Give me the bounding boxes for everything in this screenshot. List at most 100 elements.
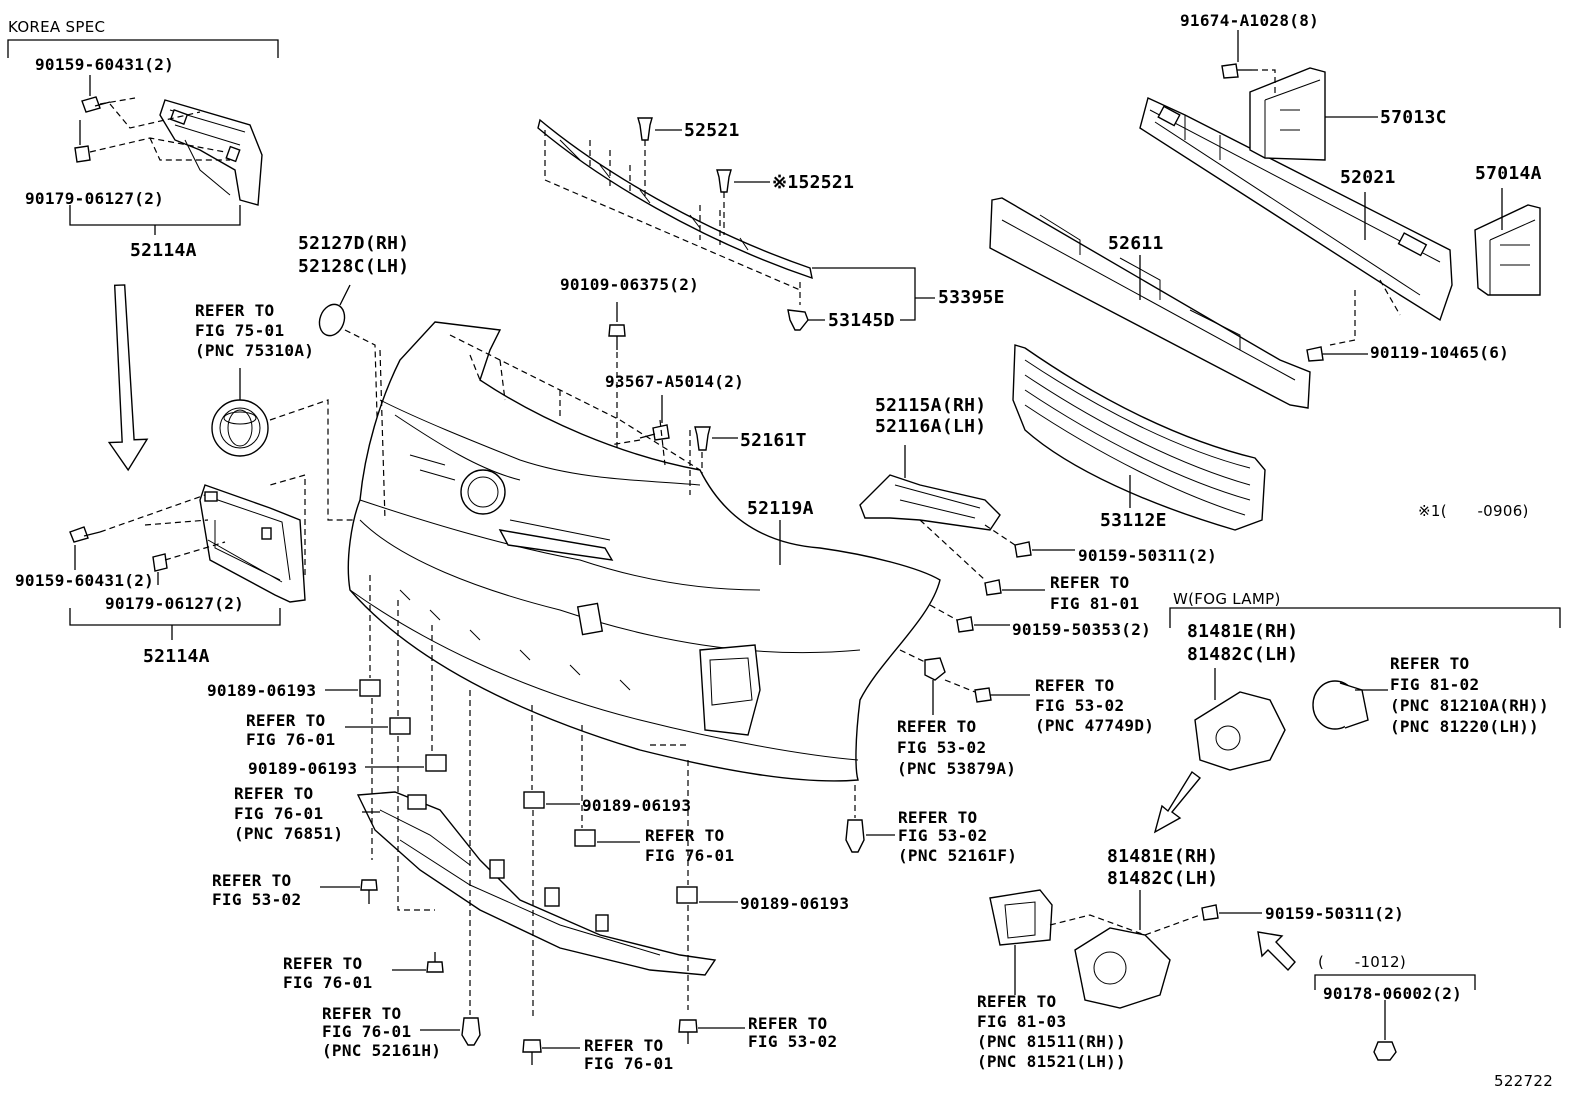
label-53145D: 53145D	[828, 310, 895, 331]
label-90189-06193-b: 90189-06193	[248, 759, 358, 778]
clip-nut-icon	[152, 553, 168, 572]
clip-refer-76-01-b	[574, 829, 640, 847]
bolt-90119-10465	[1306, 346, 1368, 362]
upper-spoiler-53395E	[537, 118, 935, 321]
bracket-57013C	[1249, 67, 1378, 161]
label-refer-81-02-b: FIG 81-02	[1390, 675, 1480, 694]
label-refer-76-01-b1: REFER TO	[645, 826, 725, 845]
dashed-leaders	[369, 575, 689, 1020]
bracket-1012	[1314, 974, 1476, 1040]
label-refer-76-01-76851-b: FIG 76-01	[234, 804, 324, 823]
label-refer-76-01-52161H-b: FIG 76-01	[322, 1022, 412, 1041]
arrow-up-left-icon	[1257, 931, 1296, 972]
label-refer-75-01-a: REFER TO	[195, 301, 275, 320]
bolt-91674-A1028	[1221, 30, 1276, 95]
clip-52161T	[694, 426, 738, 480]
label-refer-76-01-76851-c: (PNC 76851)	[234, 824, 344, 843]
label-90179-06127-top: 90179-06127(2)	[25, 189, 165, 208]
screw-refer-76-01-d	[522, 1039, 580, 1065]
lower-grille-53112E	[1012, 344, 1266, 531]
label-53112E: 53112E	[1100, 510, 1167, 531]
label-refer-53-02-47749-a: REFER TO	[1035, 676, 1115, 695]
label-refer-76-01-d2: FIG 76-01	[584, 1054, 674, 1073]
clip-90189-06193-a	[325, 679, 381, 697]
label-refer-53-02-52161F-c: (PNC 52161F)	[898, 846, 1018, 865]
label-refer-53-02-a2: FIG 53-02	[212, 890, 302, 909]
license-plate-bracket-bottom	[69, 474, 306, 640]
label-refer-81-01-a: REFER TO	[1050, 573, 1130, 592]
label-90159-50311-b: 90159-50311(2)	[1265, 904, 1405, 923]
label-refer-81-03-b: FIG 81-03	[977, 1012, 1067, 1031]
screw-refer-76-01-c	[392, 952, 444, 973]
label-52521: 52521	[684, 120, 740, 141]
label-refer-76-01-52161H-a: REFER TO	[322, 1004, 402, 1023]
label-fog-lamp: W(FOG LAMP)	[1173, 590, 1281, 608]
label-refer-81-03-a: REFER TO	[977, 992, 1057, 1011]
label-refer-53-02-a1: REFER TO	[212, 871, 292, 890]
label-57013C: 57013C	[1380, 107, 1447, 128]
license-plate-bracket-top	[69, 75, 263, 235]
label-refer-53-02-47749-b: FIG 53-02	[1035, 696, 1125, 715]
label-refer-53-02-b2: FIG 53-02	[748, 1032, 838, 1051]
label-90179-06127-bot: 90179-06127(2)	[105, 594, 245, 613]
label-refer-76-01-c1: REFER TO	[283, 954, 363, 973]
label-52127D: 52127D(RH)	[298, 233, 410, 254]
label-52116A: 52116A(LH)	[875, 416, 987, 437]
clip-53145D	[787, 309, 825, 331]
bolt-icon	[81, 96, 111, 113]
label-52119A: 52119A	[747, 498, 814, 519]
emblem-icon	[211, 368, 440, 521]
clip-52521	[637, 117, 682, 200]
label-91674-A1028: 91674-A1028(8)	[1180, 11, 1320, 30]
energy-absorber-52611	[989, 197, 1311, 409]
bumper-cap-52127D	[318, 284, 381, 521]
label-52611: 52611	[1108, 233, 1164, 254]
label-refer-53-02-52161F-b: FIG 53-02	[898, 826, 988, 845]
fog-lamp-housing-81481E-a	[1194, 668, 1286, 771]
label-93567-A5014: 93567-A5014(2)	[605, 372, 745, 391]
label-81482C-b: 81482C(LH)	[1107, 868, 1219, 889]
clip-90189-06193-d	[676, 886, 738, 904]
korea-spec-bracket	[7, 39, 279, 58]
bolt-refer-81-01	[984, 579, 1045, 596]
clip-52161H	[420, 1017, 481, 1046]
label-note1: ※1( -0906)	[1418, 502, 1529, 520]
clip-90189-06193-b	[365, 754, 447, 772]
label-90159-60431-bot: 90159-60431(2)	[15, 571, 155, 590]
label-refer-76-01-52161H-c: (PNC 52161H)	[322, 1041, 442, 1060]
label-90159-50353: 90159-50353(2)	[1012, 620, 1152, 639]
label-152521: ※152521	[772, 172, 855, 193]
label-refer-81-02-c: (PNC 81210A(RH))	[1390, 696, 1549, 715]
fog-lamp-cover-81511	[989, 889, 1053, 995]
clip-52161F	[845, 785, 895, 853]
label-90189-06193-d: 90189-06193	[740, 894, 850, 913]
bracket-57014A	[1474, 188, 1541, 296]
label-52161T: 52161T	[740, 430, 807, 451]
clip-53879A	[899, 649, 946, 715]
label-refer-76-01-a1: REFER TO	[246, 711, 326, 730]
label-52115A: 52115A(RH)	[875, 395, 987, 416]
label-90178-06002: 90178-06002(2)	[1323, 984, 1463, 1003]
label-diagram-id: 522722	[1494, 1072, 1554, 1090]
bumper-cover-52119A	[347, 321, 941, 782]
label-refer-53-02-53879-b: FIG 53-02	[897, 738, 987, 757]
label-refer-53-02-b1: REFER TO	[748, 1014, 828, 1033]
screw-refer-53-02-a	[320, 879, 378, 904]
under-cover-76851	[356, 791, 717, 976]
label-90159-60431-top: 90159-60431(2)	[35, 55, 175, 74]
bumper-side-bracket-52115A	[859, 445, 1016, 581]
clip-47749D	[944, 679, 1030, 703]
label-refer-81-01-b: FIG 81-01	[1050, 594, 1140, 613]
clip-152521	[716, 169, 770, 235]
label-refer-76-01-d1: REFER TO	[584, 1036, 664, 1055]
label-53395E: 53395E	[938, 287, 1005, 308]
label-90109-06375: 90109-06375(2)	[560, 275, 700, 294]
fog-lamp-housing-81481E-b	[1049, 890, 1201, 1009]
screw-refer-53-02-b	[678, 1019, 745, 1044]
label-52114A-top: 52114A	[130, 240, 197, 261]
bolt-90109-06375	[608, 302, 626, 460]
label-52021: 52021	[1340, 167, 1396, 188]
label-refer-76-01-76851-a: REFER TO	[234, 784, 314, 803]
bumper-reinforcement-52021	[1139, 97, 1453, 346]
label-refer-81-02-d: (PNC 81220(LH))	[1390, 717, 1539, 736]
